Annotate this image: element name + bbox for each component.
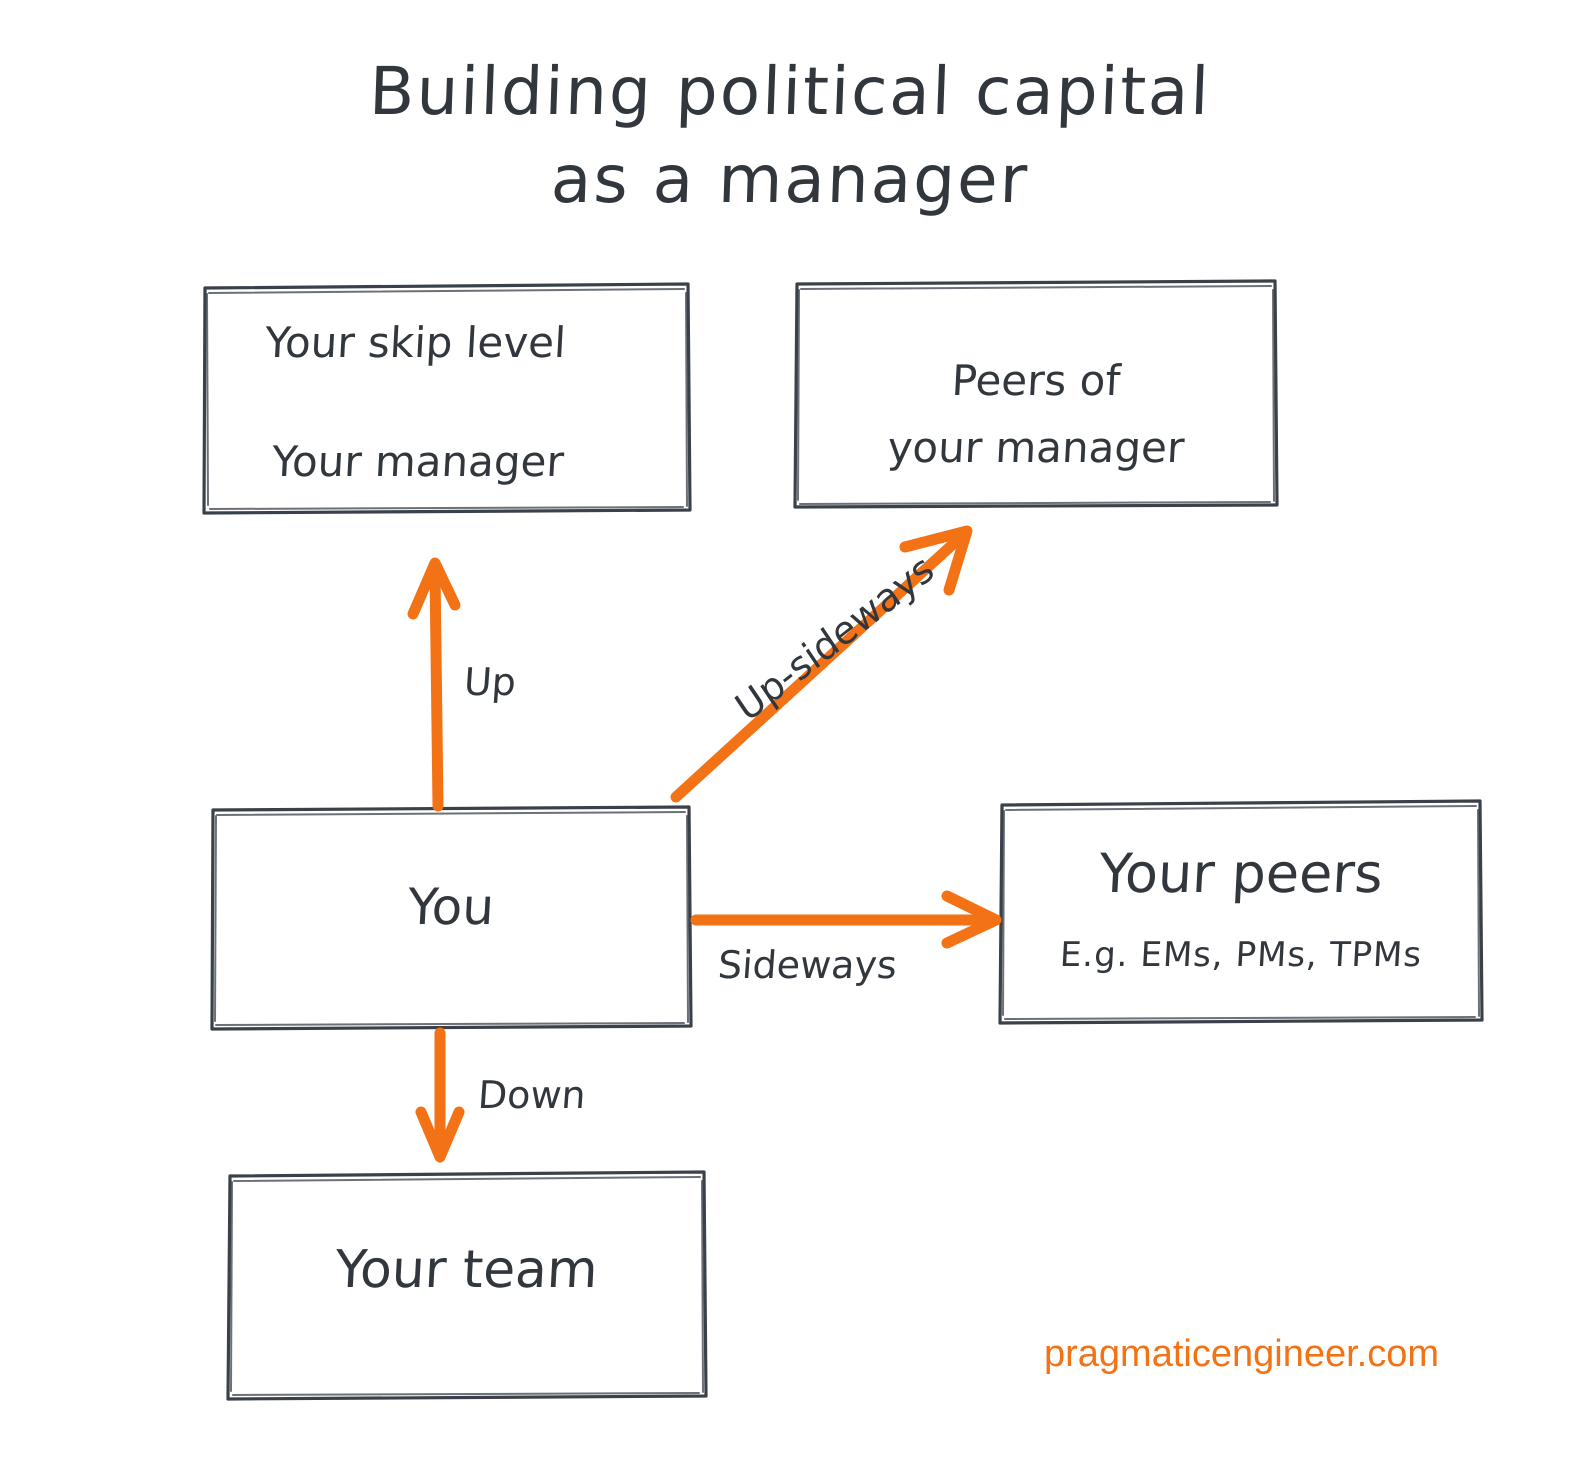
edge-label-sideways: Sideways — [716, 943, 899, 987]
box-you[interactable] — [210, 805, 693, 1031]
arrow-down — [415, 1027, 465, 1163]
box-manager-peers-line1: Peers of — [950, 356, 1122, 405]
watermark-url: pragmaticengineer.com — [1044, 1333, 1439, 1375]
box-skip-manager-line2: Your manager — [270, 437, 566, 486]
page-title: Building political capital as a manager — [0, 48, 1580, 224]
arrow-up — [407, 557, 461, 812]
box-your-peers[interactable] — [998, 799, 1484, 1025]
title-line-1: Building political capital — [367, 53, 1213, 130]
box-you-label: You — [406, 878, 496, 936]
box-your-team[interactable] — [226, 1170, 708, 1401]
box-skip-manager-line1: Your skip level — [263, 318, 568, 367]
arrow-up-sideways — [670, 525, 973, 803]
box-skip-manager[interactable] — [202, 282, 692, 515]
title-line-2: as a manager — [549, 141, 1031, 218]
box-your-team-label: Your team — [333, 1240, 600, 1300]
box-manager-peers-line2: your manager — [886, 423, 1186, 472]
edge-label-up: Up — [462, 660, 518, 704]
arrow-sideways — [690, 890, 1002, 949]
box-manager-peers[interactable] — [793, 279, 1279, 509]
edge-label-down: Down — [476, 1073, 588, 1117]
box-your-peers-subtitle: E.g. EMs, PMs, TPMs — [1058, 935, 1424, 975]
box-your-peers-title: Your peers — [1097, 842, 1385, 905]
